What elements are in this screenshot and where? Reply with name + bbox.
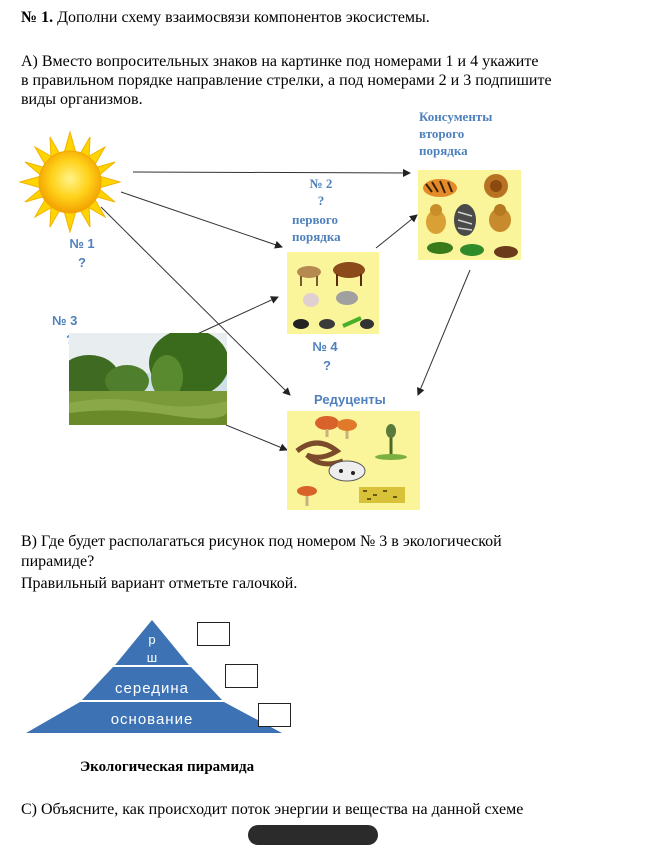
arrow-plants-to-consumers1	[194, 296, 279, 336]
label-4: № 4 ?	[303, 337, 347, 375]
part-a-line-3: виды организмов.	[21, 91, 143, 108]
part-b-line-1: В) Где будет располагаться рисунок под н…	[21, 533, 502, 550]
consumers2-line-3: порядка	[419, 143, 468, 158]
label-1: № 1 ?	[64, 234, 100, 272]
consumers2-line-2: второго	[419, 126, 465, 141]
label-2-line-3: первого	[292, 212, 339, 227]
label-2-line-4: порядка	[292, 229, 341, 244]
arrow-sun-to-reducers	[100, 206, 291, 396]
ecological-pyramid: р ш середина основание	[26, 620, 282, 733]
label-2-question: ?	[317, 193, 325, 208]
pyramid-top-text-1: р	[148, 632, 155, 647]
label-4-number: № 4	[312, 339, 338, 354]
part-a-line-1: А) Вместо вопросительных знаков на карти…	[21, 53, 539, 70]
label-2-number: № 2	[309, 176, 333, 191]
pyramid-top	[115, 620, 189, 665]
checkbox-middle[interactable]	[225, 664, 258, 688]
reducers-card	[287, 411, 420, 510]
diagram-arrows	[100, 168, 471, 452]
label-1-question: ?	[78, 255, 86, 270]
checkbox-base[interactable]	[258, 703, 291, 727]
label-2-order: первого порядка	[292, 211, 341, 245]
label-1-number: № 1	[69, 236, 95, 251]
arrow-plants-to-reducers	[225, 424, 288, 452]
meadow-image	[69, 333, 227, 425]
consumers1-card	[287, 252, 379, 334]
task-title: Дополни схему взаимосвязи компонентов эк…	[57, 9, 430, 26]
pyramid-base-text: основание	[111, 711, 194, 728]
part-b-line-3: Правильный вариант отметьте галочкой.	[21, 575, 298, 592]
part-b-line-2: пирамиде?	[21, 553, 95, 570]
pyramid-base	[26, 702, 282, 733]
arrow-sun-to-consumers2	[132, 168, 411, 177]
sun-icon	[18, 130, 122, 234]
part-c-line: С) Объясните, как происходит поток энерг…	[21, 801, 524, 818]
consumers2-card	[418, 170, 521, 260]
pyramid-top-text-2: ш	[147, 650, 157, 665]
bottom-bar	[248, 825, 378, 845]
arrow-sun-to-consumers1	[120, 191, 283, 249]
arrow-consumers2-to-reducers	[416, 269, 471, 396]
label-4-question: ?	[323, 358, 331, 373]
task-number: № 1.	[21, 9, 54, 26]
consumers2-line-1: Консументы	[419, 109, 493, 124]
part-a-line-2: в правильном порядке направление стрелки…	[21, 72, 552, 89]
label-2: № 2 ?	[292, 175, 350, 209]
pyramid-middle	[82, 667, 222, 700]
predators-image	[423, 174, 518, 258]
label-3-number: № 3	[52, 313, 78, 328]
herbivores-image	[293, 262, 374, 329]
task-heading: № 1. Дополни схему взаимосвязи компонент…	[21, 8, 430, 27]
decomposers-image	[295, 416, 407, 506]
consumers2-label: Консументы второго порядка	[419, 108, 492, 159]
pyramid-middle-text: середина	[115, 680, 189, 697]
plants-photo	[69, 333, 227, 425]
reducers-label: Редуценты	[314, 392, 386, 407]
pyramid-caption: Экологическая пирамида	[80, 759, 255, 775]
arrow-consumers1-to-consumers2	[375, 214, 418, 249]
checkbox-top[interactable]	[197, 622, 230, 646]
